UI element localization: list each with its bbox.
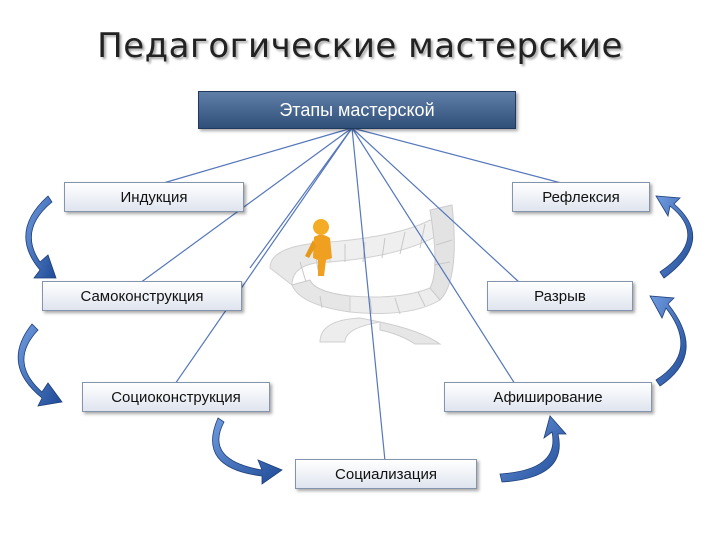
- stage-label: Социоконструкция: [111, 388, 241, 406]
- curved-arrow-icon: [17, 323, 63, 407]
- stage-label: Индукция: [120, 188, 188, 206]
- stage-label: Рефлексия: [542, 188, 620, 206]
- stages-header-label: Этапы мастерской: [279, 99, 435, 120]
- connector-line: [249, 127, 353, 269]
- connector-line: [351, 127, 566, 185]
- connector-line: [351, 127, 516, 385]
- stage-socio-construction: Социоконструкция: [82, 382, 270, 412]
- curved-arrow-icon: [25, 195, 57, 279]
- connector-line: [139, 127, 353, 284]
- stage-poster: Афиширование: [444, 382, 652, 412]
- curved-arrow-icon: [499, 415, 567, 483]
- spiral-staircase-illustration: [269, 204, 455, 345]
- connector-line: [351, 127, 521, 284]
- stage-label: Разрыв: [534, 287, 586, 305]
- staircase-icon: [269, 204, 455, 345]
- curved-arrow-icon: [212, 417, 283, 485]
- stage-label: Афиширование: [493, 388, 603, 406]
- stage-break: Разрыв: [487, 281, 633, 311]
- stage-label: Самоконструкция: [80, 287, 204, 305]
- connector-line: [174, 127, 353, 385]
- stage-label: Социализация: [335, 465, 437, 483]
- page-title: Педагогические мастерские: [97, 26, 623, 66]
- connector-line: [159, 127, 353, 185]
- stage-induction: Индукция: [64, 182, 244, 212]
- curved-arrow-icon: [655, 195, 694, 279]
- stage-reflection: Рефлексия: [512, 182, 650, 212]
- stage-self-construction: Самоконструкция: [42, 281, 242, 311]
- connector-line: [351, 127, 386, 462]
- curved-arrow-icon: [649, 295, 687, 387]
- person-figure-icon: [305, 219, 332, 276]
- stage-socialization: Социализация: [295, 459, 477, 489]
- stages-header: Этапы мастерской: [198, 91, 516, 129]
